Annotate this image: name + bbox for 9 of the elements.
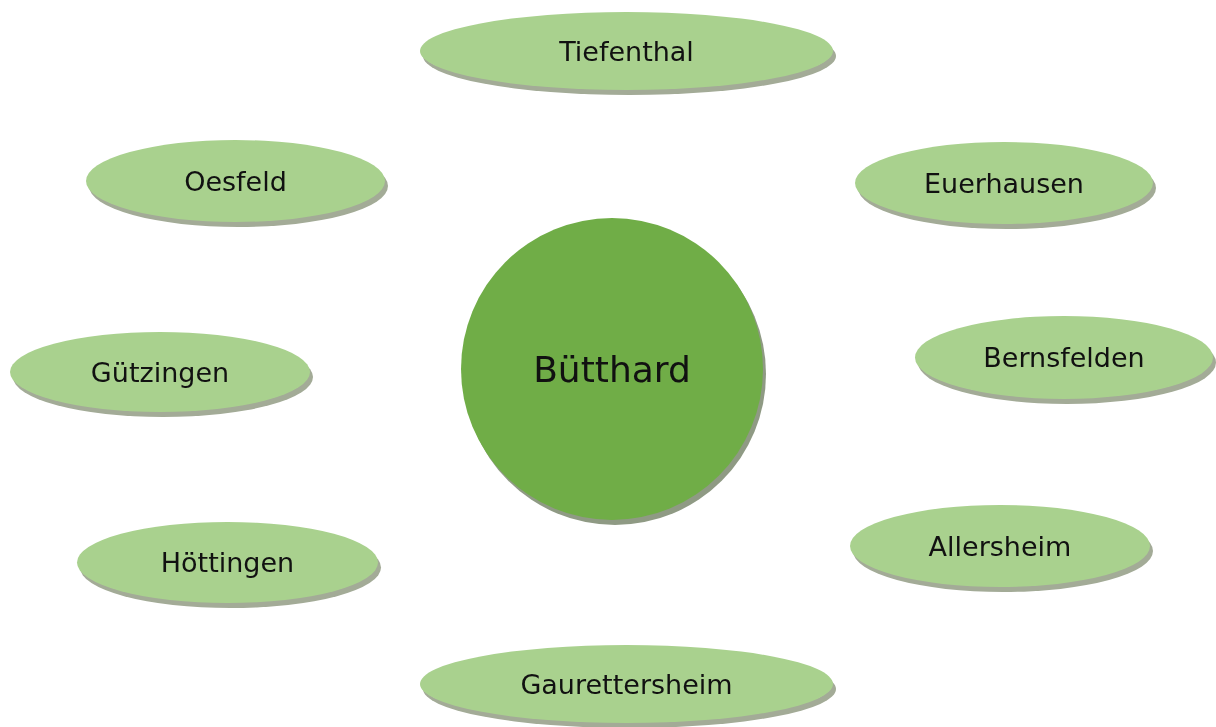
place-name: Tiefenthal [559,35,694,67]
place-name: Euerhausen [924,167,1084,199]
place-name: Höttingen [160,547,295,578]
place-name: Gaurettersheim [520,668,733,700]
place-name: Bernsfelden [983,342,1145,373]
place-name: Bütthard [533,348,691,390]
place-name: Gützingen [90,356,230,388]
place-name: Oesfeld [184,165,287,197]
place-name: Allersheim [928,530,1072,562]
